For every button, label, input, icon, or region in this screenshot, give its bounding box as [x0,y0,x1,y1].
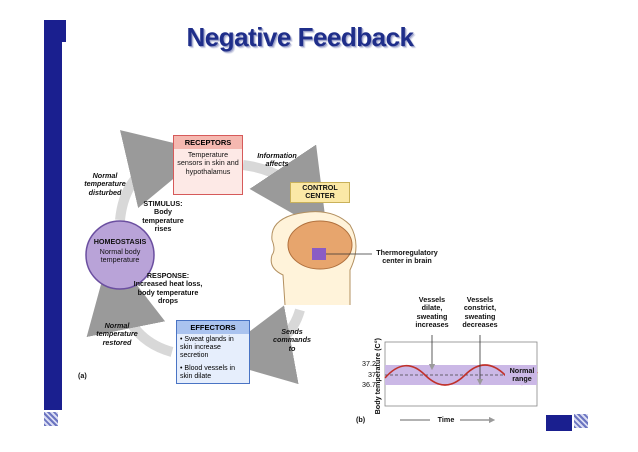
homeostasis-text: Normal body temperature [99,247,141,265]
label-vessels-constrict: Vessels constrict, sweating decreases [462,295,498,330]
homeostasis-header: HOMEOSTASIS [93,237,147,246]
label-stimulus: STIMULUS: Body temperature rises [142,199,184,234]
tick-36-7: 36.7 [362,380,376,389]
thermoregulatory-marker [312,248,326,260]
corner-pattern-bottom-left [44,412,58,426]
panel-label-a: (a) [78,371,87,380]
receptors-text: Temperature sensors in skin and hypothal… [177,150,239,176]
tick-37-2: 37.2 [362,359,376,368]
control-center-label: CONTROL CENTER [290,182,350,203]
label-sends-commands: Sends commands to [273,327,311,353]
label-thermoregulatory: Thermoregulatory center in brain [376,248,438,266]
brain-icon [287,220,353,270]
label-vessels-dilate: Vessels dilate, sweating increases [415,295,449,330]
homeostasis-circle [85,220,155,290]
corner-square-top-left [44,20,66,42]
side-bar-left [44,42,62,410]
effectors-box: EFFECTORS • Sweat glands in skin increas… [176,320,250,384]
arrow-effectors-to-homeostasis [86,250,174,357]
effector-item-2: • Blood vessels in skin dilate [180,364,235,380]
label-response: RESPONSE: Increased heat loss, body temp… [133,271,203,306]
arrow-homeostasis-to-receptors [115,130,207,221]
corner-square-bottom-right [546,415,572,431]
slide-title: Negative Feedback [186,22,414,52]
label-normal-disturbed: Normal temperature disturbed [84,171,126,197]
label-info-affects: Information affects [257,151,297,169]
label-normal-restored: Normal temperature restored [96,321,138,347]
effectors-header: EFFECTORS [177,321,249,334]
label-normal-range: Normal range [509,366,535,384]
effector-item-1: • Sweat glands in skin increase secretio… [180,336,234,360]
receptors-header: RECEPTORS [174,136,242,149]
corner-pattern-bottom-right [574,414,588,428]
tick-37: 37 [368,370,376,379]
control-center-header: CONTROL CENTER [290,182,350,203]
graph-x-axis-label: Time [437,415,455,424]
arrow-control-to-effectors [212,305,305,385]
panel-label-b: (b) [356,415,366,424]
receptors-box: RECEPTORS Temperature sensors in skin an… [173,135,243,195]
